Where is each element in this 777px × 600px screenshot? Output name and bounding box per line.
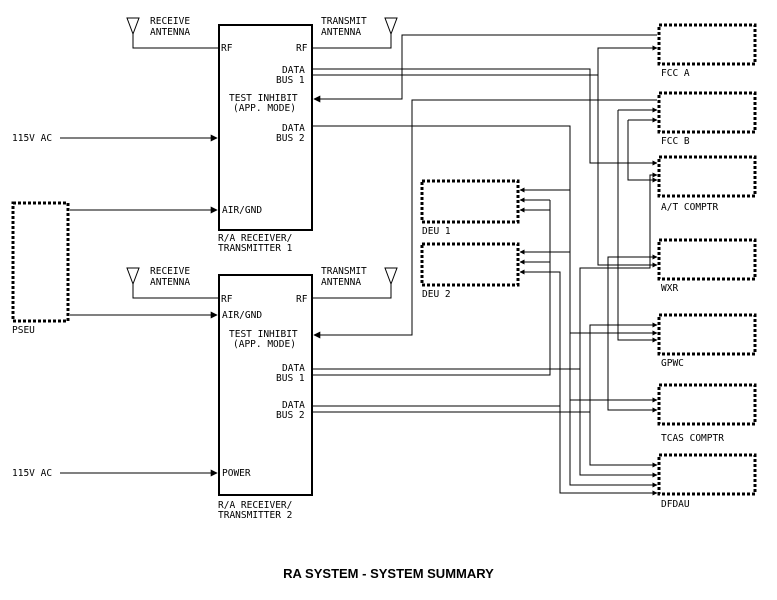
pseu-label: PSEU [12,325,35,336]
rt1-transmit-antenna-label1: TRANSMIT [321,16,367,27]
wxr-label: WXR [661,283,678,294]
rt2-bus1-deu [312,200,551,376]
rt2-bus1-dfdau [579,369,658,478]
rt2-transmit-antenna: TRANSMIT ANTENNA [312,266,398,299]
rt2-bus2-deu [550,271,561,406]
rt1-transmit-antenna: TRANSMIT ANTENNA [312,16,398,49]
rt2-app-mode: (APP. MODE) [233,339,296,350]
rt2-name-line1: R/A RECEIVER/ [218,500,292,511]
rt1-data2-label: DATA [282,123,305,134]
system-diagram: RF RF DATA BUS 1 TEST INHIBIT (APP. MODE… [11,16,757,521]
rt1-rf-left: RF [221,43,233,54]
rt1-bus1-label: BUS 1 [276,75,305,86]
rt2-rf-right: RF [296,294,308,305]
rt1-name-line1: R/A RECEIVER/ [218,233,292,244]
fcc-b-label: FCC B [661,136,690,147]
rt2-bus2-label: BUS 2 [276,410,305,421]
receiver-transmitter-1: RF RF DATA BUS 1 TEST INHIBIT (APP. MODE… [218,24,313,254]
rt2-power-port: POWER [222,468,251,479]
gpwc-box [657,313,757,356]
tcas-comptr-box [657,383,757,426]
rt1-receive-antenna: RECEIVE ANTENNA [126,16,219,49]
pseu-unit: PSEU [11,201,218,336]
deu-1-box [420,179,520,224]
rt1-transmit-antenna-label2: ANTENNA [321,27,361,38]
rt2-bus2-gpwc [312,322,658,413]
at-comptr-box [657,155,757,198]
deu-2-box [420,242,520,287]
rt1-bus1-fcc-a [312,45,658,76]
bus-gpwc-b [617,110,658,343]
rt1-bus2-line [312,125,658,488]
rt1-bus1-wxr [597,75,658,268]
rt2-receive-antenna: RECEIVE ANTENNA [126,266,219,299]
rt2-bus1-label: BUS 1 [276,373,305,384]
rt2-rf-left: RF [221,294,233,305]
rt2-test-inhibit: TEST INHIBIT [229,329,298,340]
bus-wiring [312,34,658,496]
rt1-bus2-label: BUS 2 [276,133,305,144]
rt1-air-gnd: AIR/GND [222,205,262,216]
fcc-a-test-inhibit-line [313,34,657,103]
gpwc-label: GPWC [661,358,684,369]
rt2-transmit-antenna-label1: TRANSMIT [321,266,367,277]
rt1-data-label: DATA [282,65,305,76]
fcc-b-box [657,91,757,134]
fcc-b-test-inhibit-line [313,99,657,339]
wxr-box [657,238,757,281]
deu-2-unit: DEU 2 [420,242,520,300]
rt1-bus1-line [312,68,658,166]
dfdau-label: DFDAU [661,499,690,510]
rt1-test-inhibit: TEST INHIBIT [229,93,298,104]
receiver-transmitter-2: RF RF AIR/GND TEST INHIBIT (APP. MODE) D… [218,274,313,521]
rt2-data1-label: DATA [282,363,305,374]
rt2-box [218,274,313,496]
at-comptr-label: A/T COMPTR [661,202,718,213]
tcas-comptr-label: TCAS COMPTR [661,433,724,444]
rt2-name-line2: TRANSMITTER 2 [218,510,292,521]
rt2-bus2-line [312,405,658,496]
deu-1-label: DEU 1 [422,226,451,237]
bus-at-b [627,120,658,183]
right-units: FCC A FCC B A/T COMPTR WXR GPWC TCAS COM… [657,23,757,510]
rt2-transmit-antenna-label2: ANTENNA [321,277,361,288]
rt2-receive-antenna-label2: ANTENNA [150,277,190,288]
rt1-receive-antenna-label1: RECEIVE [150,16,190,27]
rt1-name-line2: TRANSMITTER 1 [218,243,293,254]
rt1-power-source-label: 115V AC [12,133,52,144]
fcc-a-label: FCC A [661,68,690,79]
rt2-data2-label: DATA [282,400,305,411]
rt2-bus2-wxr [607,254,658,406]
pseu-box [11,201,70,323]
rt2-bus1-line [312,172,658,370]
rt2-receive-antenna-label1: RECEIVE [150,266,190,277]
rt1-receive-antenna-label2: ANTENNA [150,27,190,38]
deu-2-label: DEU 2 [422,289,451,300]
dfdau-box [657,453,757,496]
rt2-bus2-dfdau [589,412,658,468]
rt1-app-mode: (APP. MODE) [233,103,296,114]
rt1-box [218,24,313,231]
rt1-rf-right: RF [296,43,308,54]
rt2-air-gnd: AIR/GND [222,310,262,321]
page-title: RA SYSTEM - SYSTEM SUMMARY [283,566,494,581]
rt2-power-source-label: 115V AC [12,468,52,479]
fcc-a-box [657,23,757,66]
deu-1-unit: DEU 1 [420,179,520,237]
rt2-bus2-tcas [607,406,658,413]
